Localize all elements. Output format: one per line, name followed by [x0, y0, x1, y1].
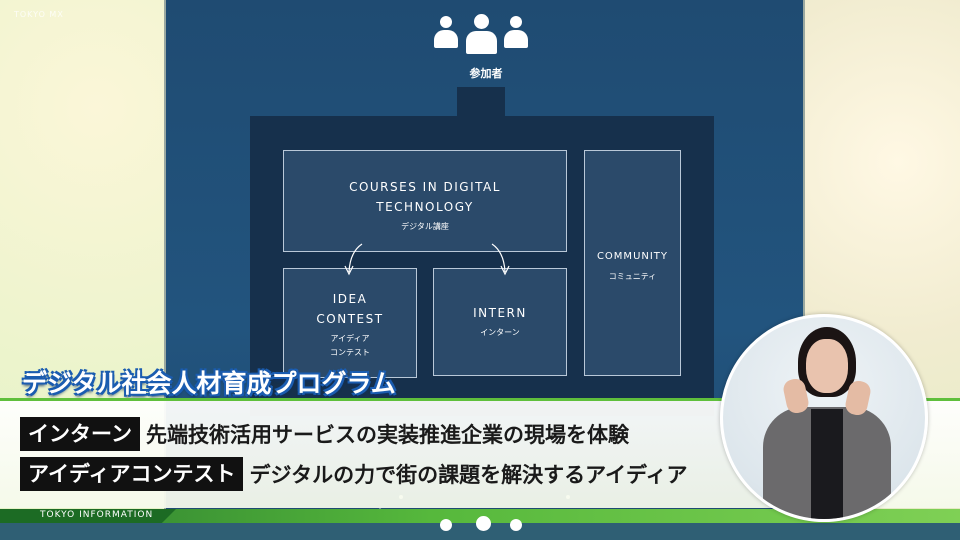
participants-label: 参加者: [469, 67, 503, 80]
intern-subtitle: インターン: [480, 328, 520, 337]
courses-subtitle: デジタル講座: [401, 222, 449, 231]
channel-logo: TOKYO MX: [14, 10, 64, 19]
idea-subtitle-line2: コンテスト: [330, 348, 370, 357]
community-title: COMMUNITY: [596, 251, 669, 262]
participants-icon: [434, 14, 538, 54]
courses-title-line1: COURSES IN DIGITAL: [349, 180, 501, 194]
community-subtitle: コミュニティ: [608, 272, 657, 281]
idea-title-line1: IDEA: [332, 292, 368, 306]
caption-row-intern: インターン 先端技術活用サービスの実装推進企業の現場を体験: [20, 417, 629, 451]
sign-language-interpreter: [720, 314, 928, 522]
caption-panel-border: [0, 398, 960, 401]
caption-text: 先端技術活用サービスの実装推進企業の現場を体験: [145, 423, 629, 447]
connector-block: [457, 87, 505, 117]
community-box: COMMUNITY コミュニティ: [584, 150, 681, 376]
intern-title: INTERN: [473, 306, 527, 320]
program-title: デジタル社会人材育成プログラム: [22, 369, 396, 398]
info-tag: [0, 509, 176, 523]
courses-box: COURSES IN DIGITAL TECHNOLOGY デジタル講座: [283, 150, 567, 252]
caption-text: デジタルの力で街の課題を解決するアイディア: [249, 463, 688, 487]
idea-contest-box: IDEA CONTEST アイディア コンテスト: [283, 268, 417, 378]
caption-row-idea-contest: アイディアコンテスト デジタルの力で街の課題を解決するアイディア: [20, 457, 688, 491]
idea-title-line2: CONTEST: [316, 312, 384, 326]
caption-label: アイディアコンテスト: [20, 457, 244, 491]
courses-title-line2: TECHNOLOGY: [376, 200, 474, 214]
idea-subtitle-line1: アイディア: [330, 334, 370, 343]
info-label: TOKYO INFORMATION: [40, 510, 154, 520]
caption-label: インターン: [20, 417, 140, 451]
intern-box: INTERN インターン: [433, 268, 567, 376]
participants-icon-bottom: [434, 513, 524, 540]
